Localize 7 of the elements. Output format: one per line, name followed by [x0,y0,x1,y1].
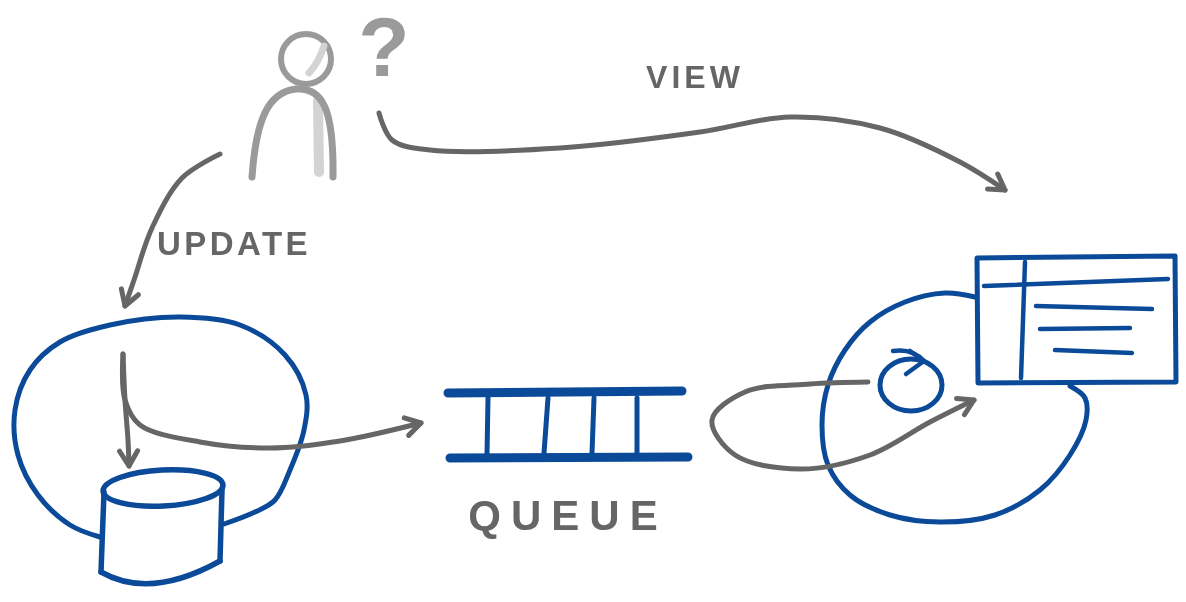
node-label: QUEUE [468,495,668,537]
arrow [118,151,223,309]
arrow [120,351,424,451]
question-mark: ? [358,5,410,89]
arrow [709,379,977,472]
arrow [376,110,1008,193]
arrow [117,351,141,469]
